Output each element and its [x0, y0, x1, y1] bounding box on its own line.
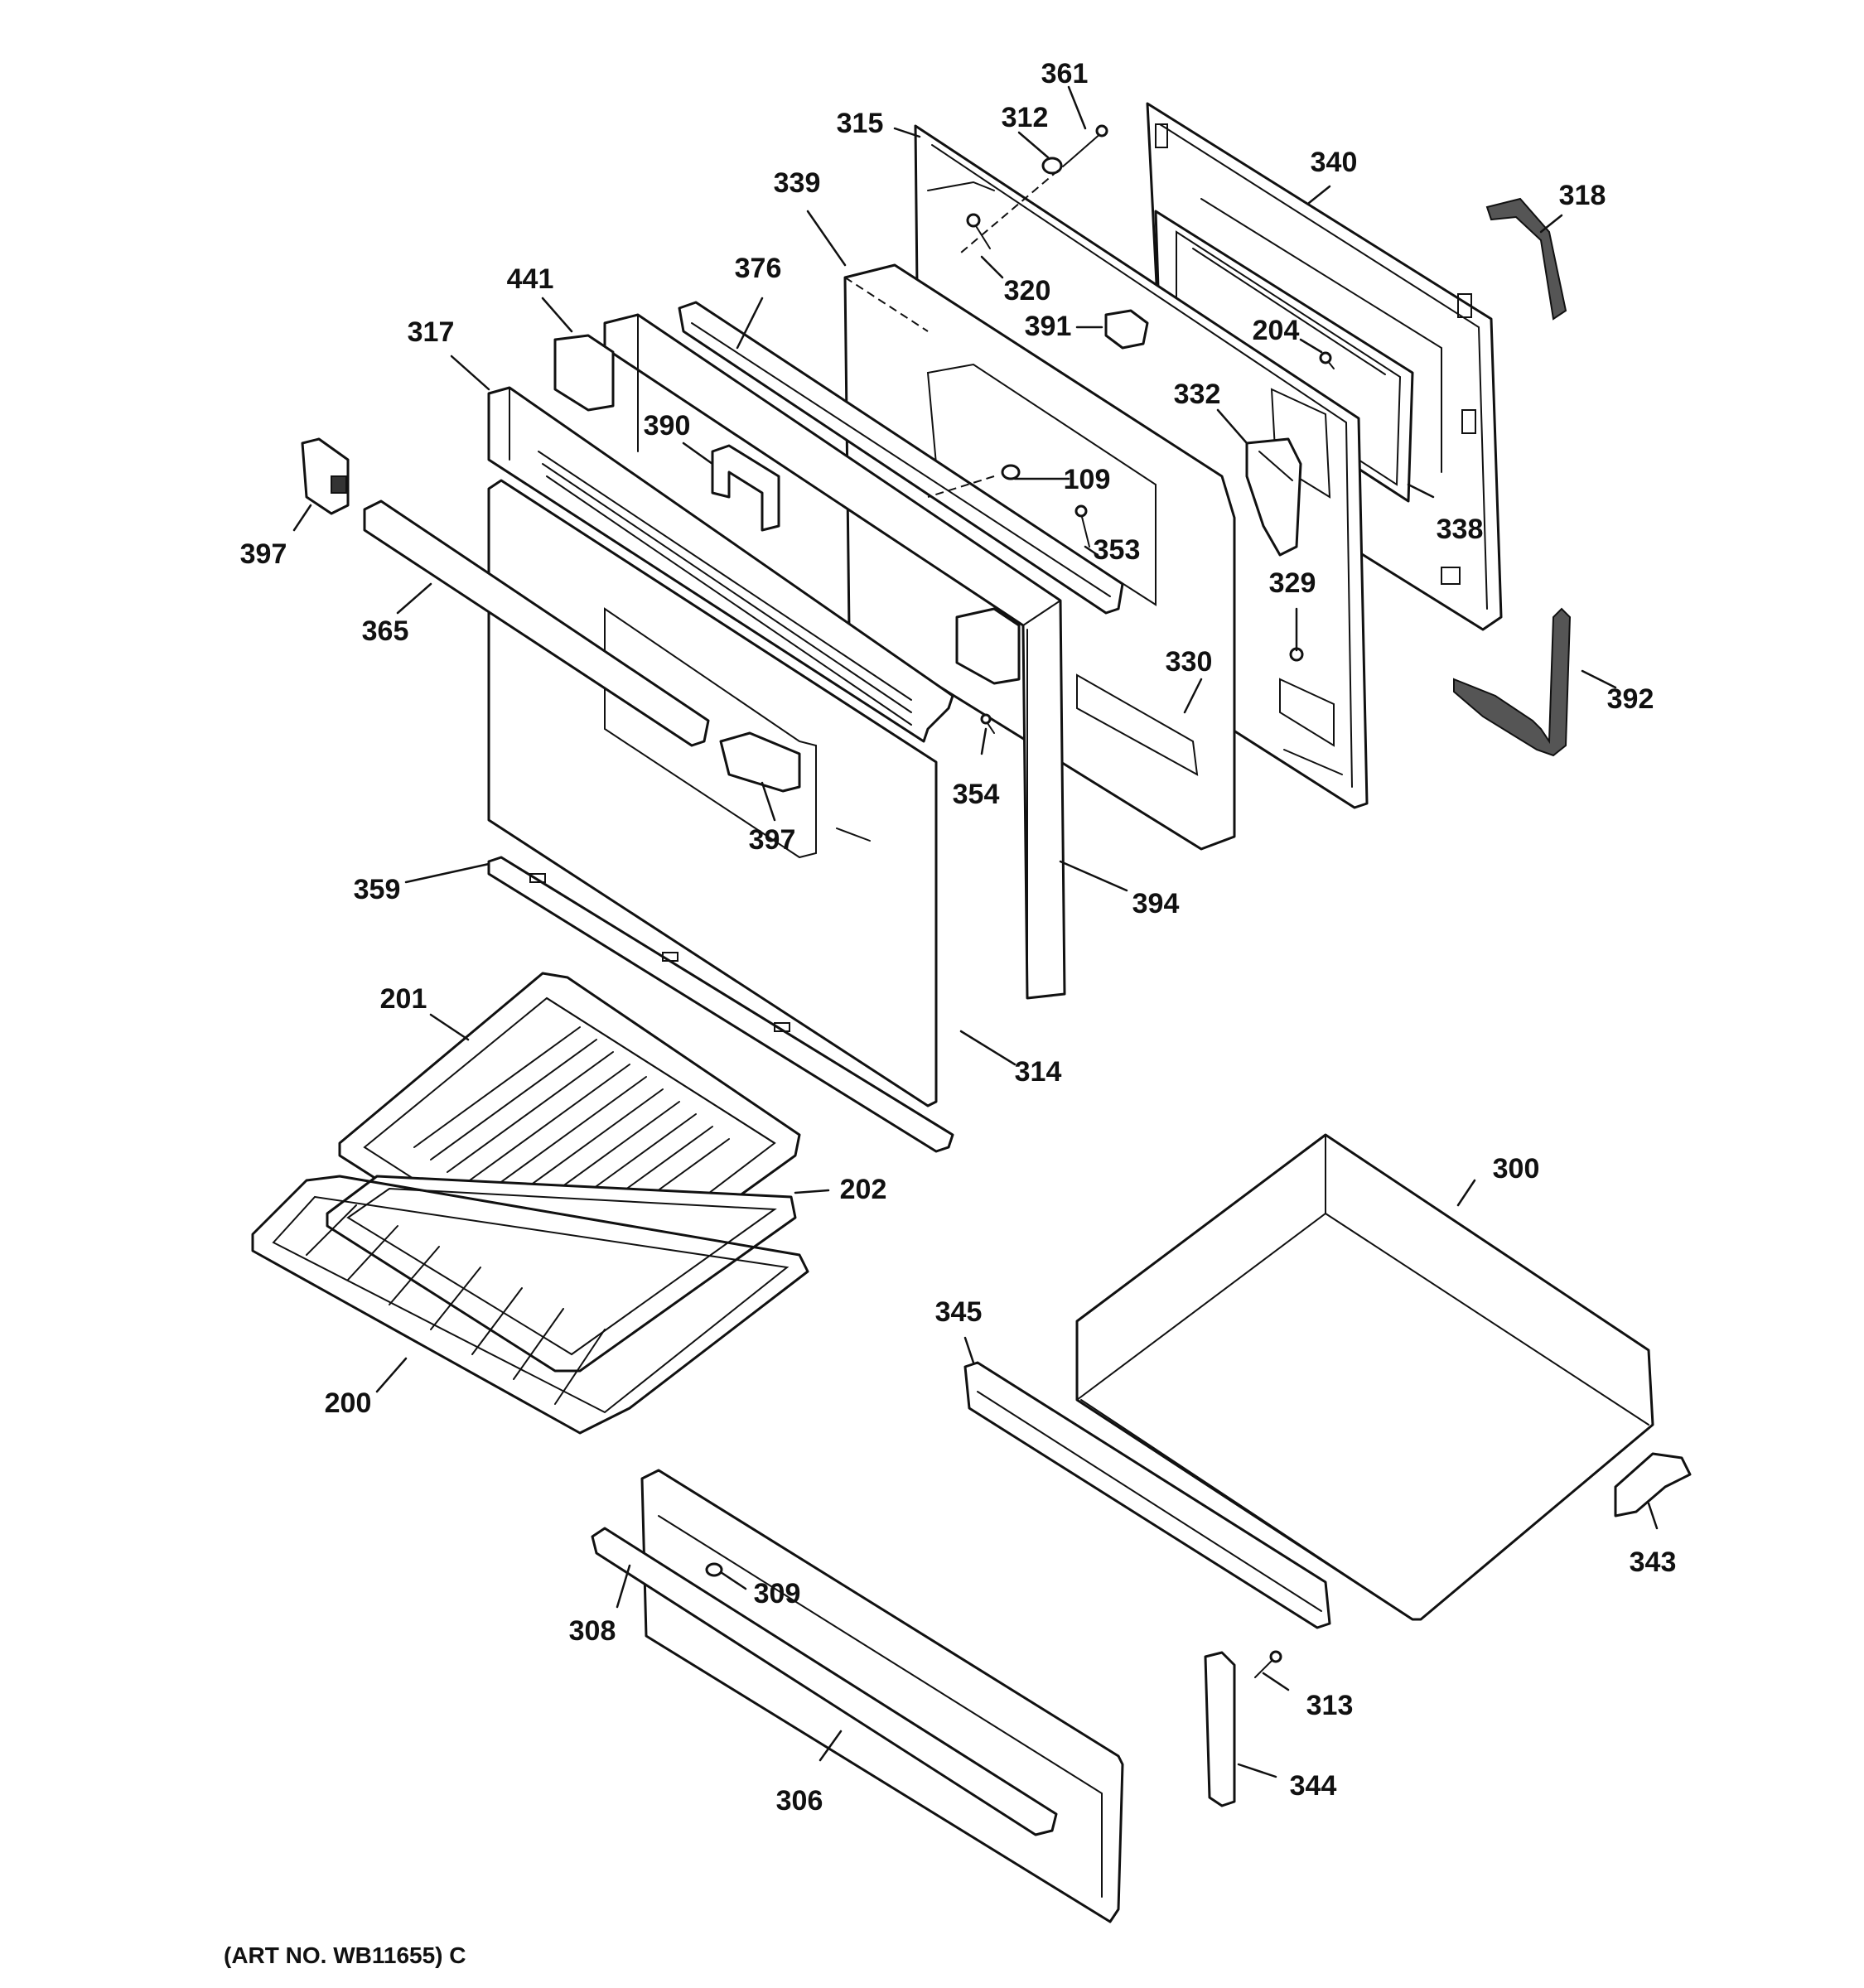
label-397a: 397 — [240, 538, 287, 570]
label-202: 202 — [840, 1174, 887, 1205]
storage-drawer-300 — [1075, 1133, 1654, 1621]
drawer-slide-344 — [1204, 1651, 1236, 1807]
label-394: 394 — [1132, 888, 1180, 919]
label-392: 392 — [1607, 683, 1654, 715]
door-gasket-318 — [1485, 197, 1567, 321]
door-top-trim-376 — [678, 301, 1124, 615]
label-314: 314 — [1015, 1056, 1062, 1088]
label-441: 441 — [507, 263, 554, 295]
nut-312 — [1041, 157, 1063, 175]
screw-354 — [980, 713, 995, 734]
label-359: 359 — [354, 874, 401, 905]
label-320: 320 — [1004, 275, 1051, 306]
label-300: 300 — [1493, 1153, 1540, 1185]
hinge-bracket-441 — [553, 334, 615, 412]
label-332: 332 — [1174, 379, 1221, 410]
screw-313 — [1254, 1650, 1282, 1678]
label-330: 330 — [1166, 646, 1213, 678]
screw-353 — [1074, 504, 1090, 548]
label-329: 329 — [1269, 567, 1316, 599]
label-309: 309 — [754, 1578, 801, 1609]
label-353: 353 — [1094, 534, 1141, 566]
label-200: 200 — [325, 1387, 372, 1419]
label-343: 343 — [1630, 1546, 1677, 1578]
screw-361 — [1068, 124, 1108, 162]
label-376: 376 — [735, 253, 782, 284]
label-390: 390 — [644, 410, 691, 442]
art-number-caption: (ART NO. WB11655) C — [224, 1942, 466, 1968]
nut-109 — [1001, 464, 1021, 480]
screw-309 — [705, 1562, 723, 1577]
hinge-bracket-right — [955, 607, 1021, 685]
door-handle-365 — [363, 499, 710, 747]
label-313: 313 — [1306, 1690, 1354, 1721]
outer-door-panel-314 — [487, 479, 938, 1107]
label-308: 308 — [569, 1615, 616, 1647]
label-306: 306 — [776, 1785, 823, 1817]
drawer-rail-345 — [963, 1361, 1331, 1629]
drawer-bracket-343 — [1614, 1452, 1692, 1518]
handle-endcap-397-left — [301, 437, 350, 515]
handle-endcap-397-center — [719, 731, 801, 793]
drawer-front-306 — [640, 1469, 1124, 1923]
label-397b: 397 — [749, 824, 796, 856]
label-365: 365 — [362, 615, 409, 647]
label-344: 344 — [1290, 1770, 1337, 1802]
screw-204 — [1319, 351, 1335, 369]
label-354: 354 — [953, 779, 1000, 810]
label-201: 201 — [380, 983, 427, 1015]
assembly-line-109 — [927, 475, 995, 498]
label-361: 361 — [1041, 58, 1089, 89]
door-bottom-trim-359 — [487, 856, 954, 1153]
label-204: 204 — [1253, 315, 1300, 346]
door-gasket-392 — [1453, 607, 1572, 757]
label-391: 391 — [1025, 311, 1072, 342]
label-340: 340 — [1311, 147, 1358, 178]
screw-320 — [966, 213, 991, 249]
label-318: 318 — [1559, 180, 1606, 211]
deflector-332 — [1245, 437, 1302, 557]
label-317: 317 — [408, 316, 455, 348]
label-312: 312 — [1002, 102, 1049, 133]
drawer-handle-308 — [591, 1527, 1058, 1836]
assembly-line-361 — [960, 161, 1070, 253]
leader-lines — [292, 85, 1659, 1778]
latch-block-391 — [1104, 309, 1149, 350]
bracket-390 — [711, 444, 780, 532]
door-frame-394 — [603, 313, 1066, 1000]
broiler-pan-202 — [326, 1175, 797, 1373]
label-338: 338 — [1437, 514, 1484, 545]
label-345: 345 — [935, 1296, 983, 1328]
label-109: 109 — [1064, 464, 1111, 495]
label-315: 315 — [837, 108, 884, 139]
vent-panel-317 — [487, 386, 954, 743]
oven-rack-200 — [251, 1175, 809, 1435]
label-339: 339 — [774, 167, 821, 199]
broiler-pan-slots — [413, 1026, 730, 1260]
